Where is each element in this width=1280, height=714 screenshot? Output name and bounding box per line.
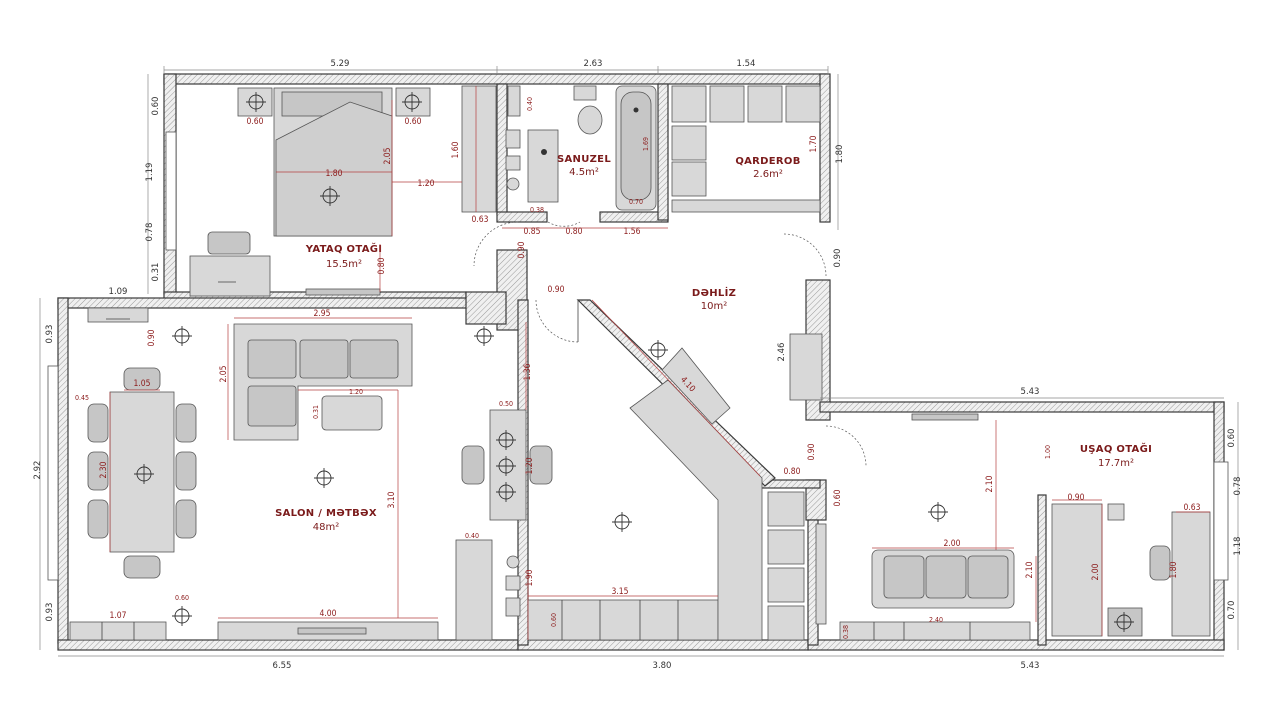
dim-right-kids-b: 0.78 <box>1233 477 1243 496</box>
dim-kids-low: 2.40 <box>929 616 943 624</box>
dim-bed-gap: 1.20 <box>417 179 434 189</box>
dim-right-wardrobe: 1.80 <box>835 145 845 164</box>
dim-kids-door: 0.90 <box>807 443 817 460</box>
dim-low-gap: 0.60 <box>175 594 189 602</box>
dim-night-l: 0.60 <box>246 117 263 127</box>
dim-top-wardrobe: 1.54 <box>737 59 756 69</box>
dim-closet-w: 0.63 <box>471 215 488 225</box>
dim-sink-w: 0.38 <box>530 206 544 214</box>
dim-right-door: 0.90 <box>833 249 843 268</box>
outer-dimensions <box>39 66 1239 657</box>
room-name-bedroom: YATAQ OTAĞI <box>305 242 383 255</box>
dim-top-bath: 2.63 <box>584 59 603 69</box>
furniture <box>69 85 1211 641</box>
dim-bed-left-c: 0.78 <box>145 223 155 242</box>
dim-tub-w: 0.70 <box>629 198 643 206</box>
dim-low-unit: 1.07 <box>109 611 126 621</box>
dim-col-l: 1.20 <box>525 457 535 474</box>
dim-top-kids: 5.43 <box>1021 387 1040 397</box>
dim-right-hall: 2.46 <box>777 343 787 362</box>
dim-kit-h: 1.90 <box>525 569 535 586</box>
dim-right-kids-a: 0.60 <box>1227 429 1237 448</box>
room-area-bedroom: 15.5m² <box>326 259 362 270</box>
dim-kids-chair: 1.00 <box>1044 445 1052 459</box>
dim-bath-w1: 0.85 <box>523 227 540 237</box>
outer-dimension-labels: 5.29 2.63 1.54 5.43 6.55 3.80 5.43 2.92 … <box>33 59 1243 671</box>
dim-right-kids-d: 0.70 <box>1227 601 1237 620</box>
dim-sofa-w: 2.95 <box>313 309 330 319</box>
dim-right-kids-c: 1.18 <box>1233 537 1243 556</box>
dim-bed-left-e: 1.09 <box>109 287 128 297</box>
room-name-bath: SANUZEL <box>557 154 611 165</box>
doors <box>473 221 867 467</box>
dim-kit-depth: 0.60 <box>550 613 558 627</box>
dim-table-d: 0.31 <box>312 405 320 419</box>
room-name-wardrobe: QARDEROB <box>735 156 800 167</box>
dim-kids-door-b: 0.60 <box>833 489 843 506</box>
dim-bottom-salon: 6.55 <box>273 661 292 671</box>
dim-kids-low-h: 0.38 <box>842 625 850 639</box>
inner-dimension-lines <box>109 86 1210 640</box>
dim-col-gap: 1.36 <box>523 363 533 380</box>
dim-kids-sofa: 2.00 <box>943 539 960 549</box>
dim-chair-gap: 0.45 <box>75 394 89 402</box>
dim-bath-w3: 1.56 <box>623 227 640 237</box>
dim-kids-tv: 2.10 <box>985 475 995 492</box>
dim-bed-left-b: 1.19 <box>145 163 155 182</box>
dim-night-r: 0.60 <box>404 117 421 127</box>
room-name-hall: DƏHLİZ <box>692 285 736 299</box>
dim-tv-w: 4.00 <box>319 609 336 619</box>
dim-bed-w: 1.80 <box>325 169 342 179</box>
room-labels: YATAQ OTAĞI 15.5m² SANUZEL 4.5m² QARDERO… <box>275 154 1152 533</box>
dim-top-bed: 5.29 <box>331 59 350 69</box>
dim-bed-l: 2.05 <box>383 147 393 164</box>
room-area-bath: 4.5m² <box>569 167 599 178</box>
dim-table-w: 1.20 <box>349 388 363 396</box>
dim-door-bed: 0.90 <box>517 241 527 258</box>
room-area-salon: 48m² <box>313 522 339 533</box>
dim-bed-left-a: 0.60 <box>151 97 161 116</box>
dim-bottom-kids: 5.43 <box>1021 661 1040 671</box>
dim-col-w: 0.50 <box>499 400 513 408</box>
dim-dining-top: 0.90 <box>147 329 157 346</box>
dim-fridge: 0.40 <box>465 532 479 540</box>
dim-kids-d: 2.10 <box>1025 561 1035 578</box>
dim-bath-w2: 0.80 <box>565 227 582 237</box>
dim-tub-h: 1.69 <box>642 137 650 151</box>
dim-left-mid: 2.92 <box>33 461 43 480</box>
dim-dining-l: 2.30 <box>99 461 109 478</box>
inner-dimension-labels: 1.80 2.05 0.60 0.60 1.20 1.60 0.63 0.80 … <box>75 97 1201 639</box>
dim-kit-run: 3.15 <box>611 587 628 597</box>
dim-desk-w: 0.63 <box>1183 503 1200 513</box>
dim-left-upper: 0.93 <box>45 325 55 344</box>
dim-tv-zone: 3.10 <box>387 491 397 508</box>
dim-bed-left-d: 0.31 <box>151 263 161 282</box>
dim-wc-gap: 0.40 <box>526 97 534 111</box>
room-name-salon: SALON / MƏTBƏX <box>275 508 377 519</box>
dim-desk-l: 1.80 <box>1169 561 1179 578</box>
dim-kids-bed-w: 0.90 <box>1067 493 1084 503</box>
room-area-hall: 10m² <box>701 301 727 312</box>
dim-closet-h: 1.60 <box>451 141 461 158</box>
dim-sofa-d: 2.05 <box>219 365 229 382</box>
dim-bed-door: 0.80 <box>377 257 387 274</box>
room-area-kids: 17.7m² <box>1098 458 1134 469</box>
room-area-wardrobe: 2.6m² <box>753 169 783 180</box>
dim-wardrobe-h: 1.70 <box>809 135 819 152</box>
dim-hall-kids: 0.80 <box>783 467 800 477</box>
dim-kids-bed-l: 2.00 <box>1091 563 1101 580</box>
dim-left-lower: 0.93 <box>45 603 55 622</box>
room-name-kids: UŞAQ OTAĞI <box>1080 442 1152 455</box>
dim-bottom-kitchen: 3.80 <box>653 661 672 671</box>
dim-door-hall: 0.90 <box>547 285 564 295</box>
dim-dining-w: 1.05 <box>133 379 150 389</box>
